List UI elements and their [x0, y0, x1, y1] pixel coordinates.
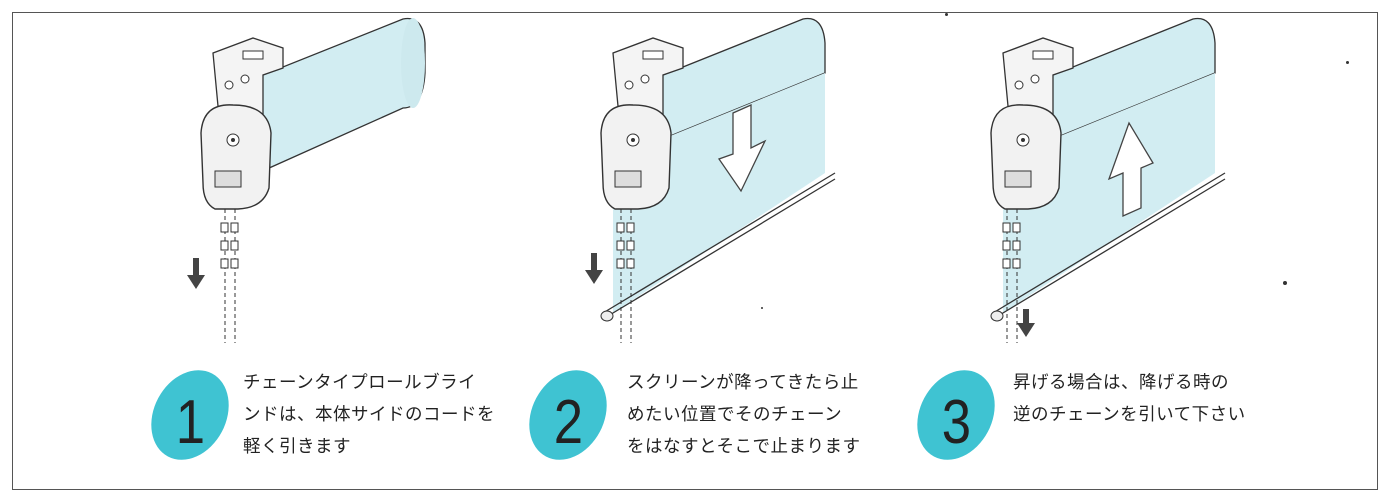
step-2-badge: 2 — [529, 370, 607, 460]
chain-housing — [600, 104, 672, 210]
roller-tube — [642, 17, 826, 144]
step-3-text: 昇げる場合は、降げる時の 逆のチェーンを引いて下さい — [1013, 373, 1246, 425]
roller-tube — [1032, 17, 1216, 144]
lowered-screen — [613, 73, 825, 313]
screen-down-arrow — [717, 103, 767, 193]
chain-housing — [990, 104, 1062, 210]
step-3-badge: 3 — [917, 370, 995, 460]
step-1-badge: 1 — [151, 370, 229, 460]
scan-speck — [945, 13, 948, 16]
pull-down-arrow — [1017, 309, 1035, 337]
scan-speck — [761, 307, 763, 309]
step-2-number: 2 — [554, 388, 583, 457]
step-1-text: チェーンタイプロールブライ ンドは、本体サイドのコードを 軽く引きます — [243, 373, 495, 457]
scan-speck — [1283, 281, 1287, 285]
scan-speck — [1346, 61, 1349, 64]
instruction-panel: 1 チェーンタイプロールブライ ンドは、本体サイドのコードを 軽く引きます 2 … — [12, 12, 1378, 490]
illustration-step-2 — [585, 17, 836, 343]
step-1-number: 1 — [176, 388, 205, 457]
chain-housing — [200, 104, 272, 210]
pull-down-arrow — [187, 258, 205, 289]
illustration-step-1 — [187, 17, 426, 343]
illustration-step-3 — [990, 17, 1226, 343]
lowered-screen — [1003, 73, 1215, 313]
step-3-number: 3 — [942, 388, 971, 457]
step-2-text: スクリーンが降ってきたら止 めたい位置でそのチェーン をはなすとそこで止まります — [627, 373, 861, 457]
pull-down-arrow — [585, 253, 603, 284]
bead-chain — [1002, 209, 1021, 343]
screen-up-arrow — [1107, 121, 1154, 218]
bead-chain — [220, 209, 239, 343]
bead-chain — [616, 209, 635, 343]
